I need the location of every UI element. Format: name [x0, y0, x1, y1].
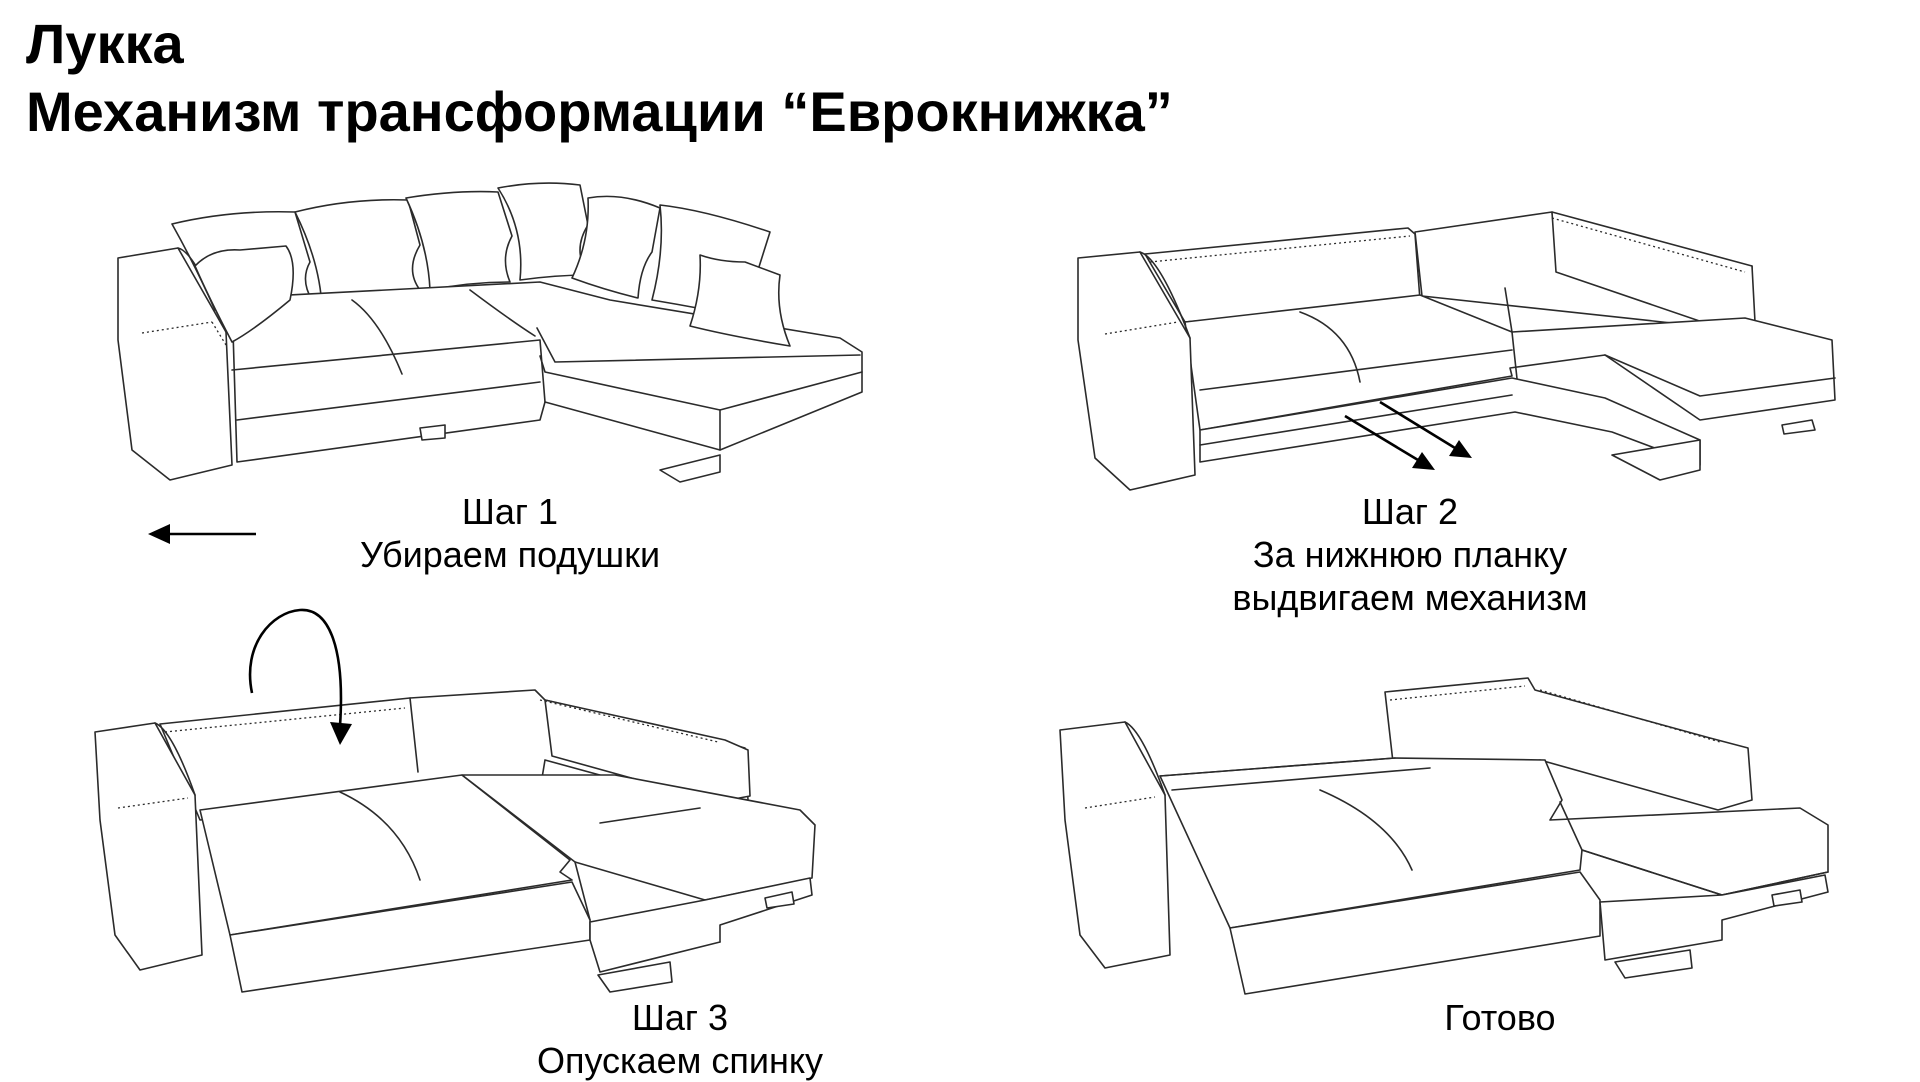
sofa-lowering-back-illustration: [94, 689, 816, 993]
step-2-caption: Шаг 2 За нижнюю планку выдвигаем механиз…: [1180, 490, 1640, 619]
sofa-model-title: Лукка: [26, 12, 184, 75]
arrow-left-icon: [148, 524, 256, 544]
sofa-without-cushions-illustration: [1077, 211, 1836, 491]
step-2-description-line-2: выдвигаем механизм: [1232, 577, 1588, 618]
step-2-title: Шаг 2: [1361, 491, 1459, 532]
unfolded-sofa-illustration: [1059, 677, 1829, 995]
curved-arrow-icon: [248, 608, 352, 745]
step-3-caption: Шаг 3 Опускаем спинку: [510, 996, 850, 1082]
done-title: Готово: [1444, 997, 1556, 1038]
step-1-caption: Шаг 1 Убираем подушки: [330, 490, 690, 576]
diagonal-arrows-icon: [1344, 400, 1472, 470]
step-3-title: Шаг 3: [631, 997, 729, 1038]
step-2-description-line-1: За нижнюю планку: [1252, 534, 1568, 575]
step-3-description: Опускаем спинку: [536, 1040, 824, 1081]
sofa-with-cushions-illustration: [117, 182, 863, 483]
mechanism-title: Механизм трансформации “Еврокнижка”: [26, 80, 1173, 143]
step-1-title: Шаг 1: [461, 491, 559, 532]
done-caption: Готово: [1380, 996, 1620, 1039]
step-1-description: Убираем подушки: [359, 534, 661, 575]
